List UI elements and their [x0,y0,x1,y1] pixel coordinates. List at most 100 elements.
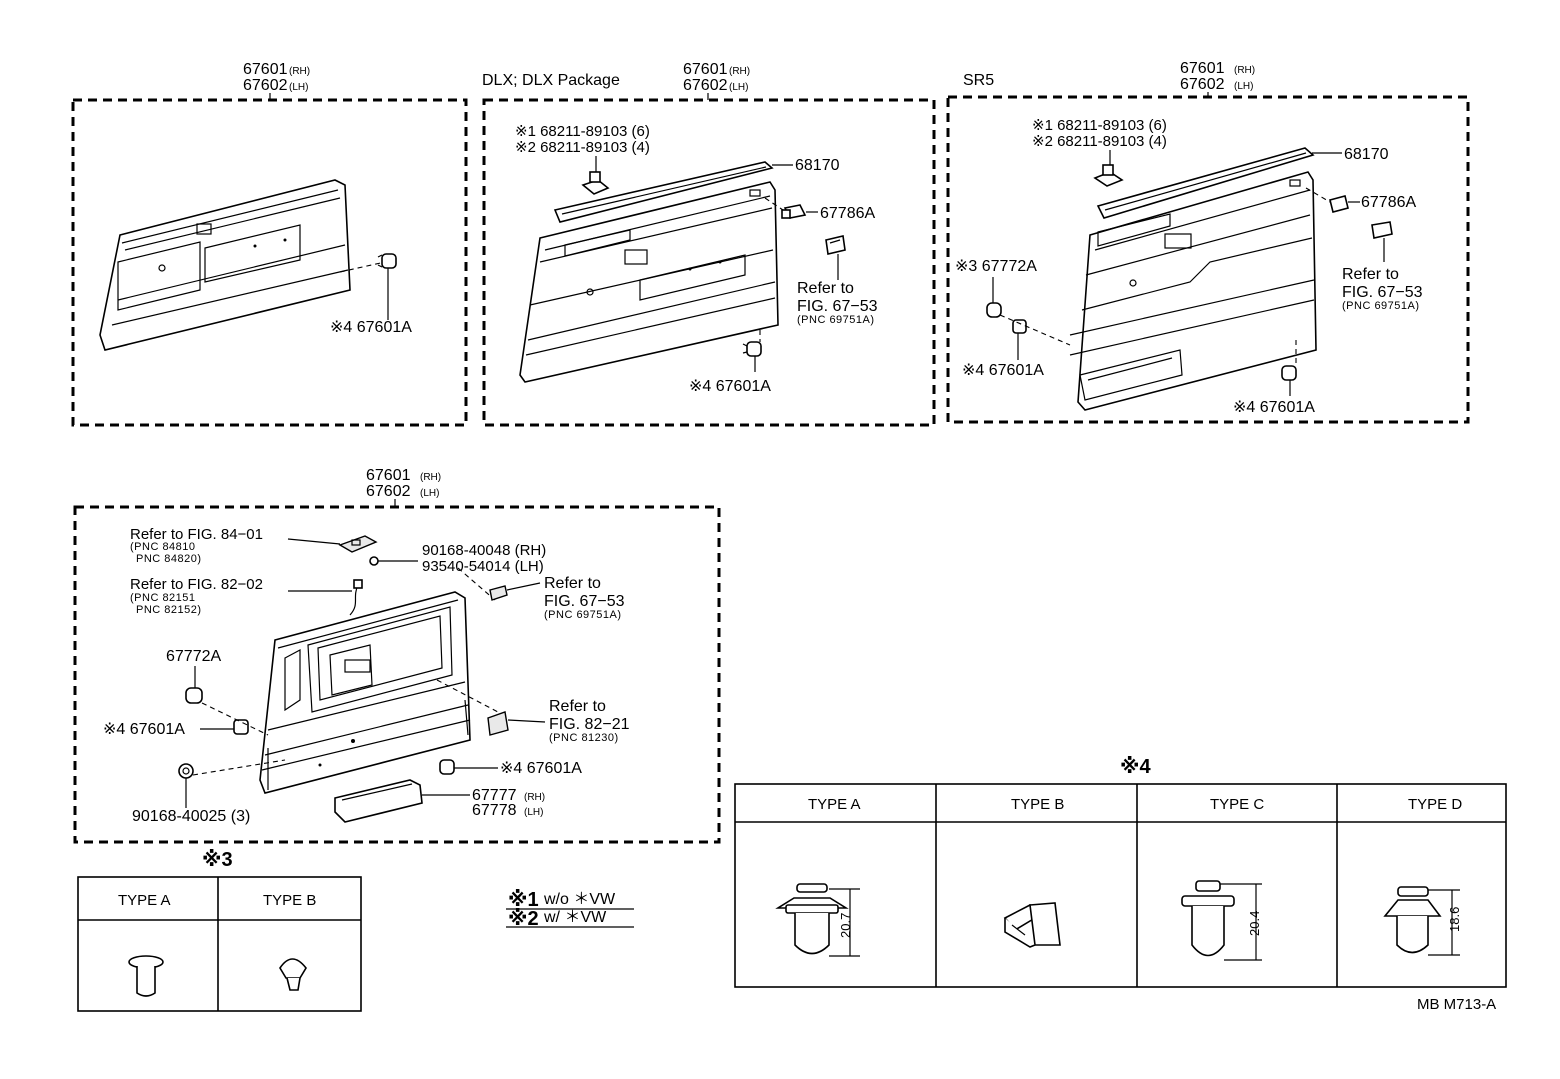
panel-sr5-weatherstrip: 68170 [1344,146,1389,163]
clip-68211-sr5-icon [1093,164,1124,187]
panel-power-part-lh: 67602 [366,483,411,500]
panel-power-rh: (RH) [420,472,441,483]
table-type4: ※4 TYPE A TYPE B TYPE C TYPE D 20.7 [734,756,1507,988]
panel-dlx-part-lh: 67602 [683,77,728,94]
table4-header-d: TYPE D [1408,796,1462,813]
weatherstrip-68170 [553,161,774,223]
lamp-power-icon [489,585,508,601]
ref-84-01-label: Refer to FIG. 84−01 [130,526,263,543]
panel-sr5-refer-a: Refer to [1342,266,1399,283]
table3-title: ※3 [202,849,233,871]
legend: ※1 w/o ＊VW ※2 w/ ＊VW [506,889,634,930]
panel-sr5-variant: SR5 [963,72,994,89]
panel-dlx-note1: ※1 68211-89103 (6) [515,123,650,140]
armrest-lh-tag: (LH) [524,807,543,818]
panel-dlx-refer-a: Refer to [797,280,854,297]
door-trim-panel-sr5 [1069,171,1317,411]
panel-dlx-lh: (LH) [729,82,748,93]
panel-base-part-lh: 67602 [243,77,288,94]
screw-rh-label: 90168-40048 (RH) [422,542,546,559]
panel-power-frame [73,505,721,844]
ref-82-02-pnc1: (PNC 82151 [130,592,196,604]
panel-power-part-rh: 67601 [366,467,411,484]
panel-dlx-clip-label: ※4 67601A [689,378,771,395]
panel-dlx-frame [482,98,936,427]
courtesy-lamp-icon [825,235,846,255]
armrest-rh-tag: (RH) [524,792,545,803]
clip-67601a-dlx-icon [742,341,762,357]
clip-type3a-icon [128,955,164,997]
ref-84-01-pnc2: PNC 84820) [136,553,202,565]
clip-67601a-sr5-left-icon [1012,319,1027,334]
table3-header-b: TYPE B [263,892,316,909]
panel-sr5-refer-b: FIG. 67−53 [1342,284,1423,301]
panel-sr5-refer-pnc: (PNC 69751A) [1342,300,1420,312]
screw-icon [369,556,379,566]
panel-base-lh: (LH) [289,82,308,93]
legend-n2-text: w/ ＊VW [543,909,607,926]
clip-type4d-icon [1383,886,1442,954]
panel-sr5-rh: (RH) [1234,65,1255,76]
door-trim-panel-base [99,179,351,351]
power-window-switch-icon [487,711,509,736]
clip-type4b-icon [1003,902,1061,948]
armrest-rh: 67777 [472,787,517,804]
dim-type4c: 20.4 [1247,911,1262,936]
table4-header-a: TYPE A [808,796,861,813]
table-type3: ※3 TYPE A TYPE B [77,849,362,1012]
ref-67-53-pnc: (PNC 69751A) [544,609,622,621]
legend-n1-mark: ※1 [508,889,539,911]
panel-power-lh: (LH) [420,488,439,499]
legend-n1-text: w/o ＊VW [543,891,616,908]
panel-dlx-clip-a: 67786A [820,205,875,222]
panel-base-rh: (RH) [289,66,310,77]
panel-sr5-clip4-bottom: ※4 67601A [1233,399,1315,416]
screw-bottom-label: 90168-40025 (3) [132,808,250,825]
clip-67786a-icon [781,204,807,219]
ref-67-53-label-a: Refer to [544,575,601,592]
screw-bottom-icon [178,763,194,779]
legend-n2-mark: ※2 [508,908,539,930]
panel-sr5-note1: ※1 68211-89103 (6) [1032,117,1167,134]
figure-code: MB M713-A [1417,996,1496,1013]
panel-dlx-refer-b: FIG. 67−53 [797,298,878,315]
panel-dlx-note2: ※2 68211-89103 (4) [515,139,650,156]
clip-right-label: ※4 67601A [500,760,582,777]
clip-67601a-left-icon [233,719,249,735]
weatherstrip-68170-sr5 [1096,147,1315,219]
panel-sr5-part-lh: 67602 [1180,76,1225,93]
clip-67772a-icon [185,687,203,704]
switch-bezel-icon [338,535,378,553]
clip-67601a-label: ※4 67601A [330,319,412,336]
clip-67601a-icon [377,253,397,269]
ref-82-02-pnc2: PNC 82152) [136,604,202,616]
panel-dlx-refer-pnc: (PNC 69751A) [797,314,875,326]
panel-base: 67601 (RH) 67602 (LH) ※4 67601A [71,61,468,427]
clip-left-label: ※4 67601A [103,721,185,738]
wire-harness-icon [349,579,363,616]
armrest-icon [334,779,423,823]
panel-sr5-part-rh: 67601 [1180,60,1225,77]
table4-title: ※4 [1120,756,1151,778]
door-trim-panel-power [259,591,471,794]
panel-sr5-note2: ※2 68211-89103 (4) [1032,133,1167,150]
ref-82-21-pnc: (PNC 81230) [549,732,619,744]
panel-dlx-weatherstrip: 68170 [795,157,840,174]
panel-dlx-variant: DLX; DLX Package [482,72,620,89]
panel-power: 67601 (RH) 67602 (LH) Refer to FIG. 84−0… [73,467,721,844]
dim-type4a: 20.7 [838,913,853,938]
panel-sr5: SR5 67601 (RH) 67602 (LH) ※1 68211-89103… [946,60,1470,424]
panel-dlx: DLX; DLX Package 67601 (RH) 67602 (LH) ※… [482,61,936,427]
panel-sr5-clip-a: 67786A [1361,194,1416,211]
clip-67772a-sr5-icon [986,302,1002,318]
panel-base-part-rh: 67601 [243,61,288,78]
clip-67601a-sr5-bottom-icon [1281,365,1297,381]
table4-header-b: TYPE B [1011,796,1064,813]
panel-dlx-rh: (RH) [729,66,750,77]
ref-67-53-label-b: FIG. 67−53 [544,593,625,610]
ref-82-02-label: Refer to FIG. 82−02 [130,576,263,593]
panel-dlx-part-rh: 67601 [683,61,728,78]
clip-type4a-icon [775,883,849,955]
panel-sr5-lh: (LH) [1234,81,1253,92]
